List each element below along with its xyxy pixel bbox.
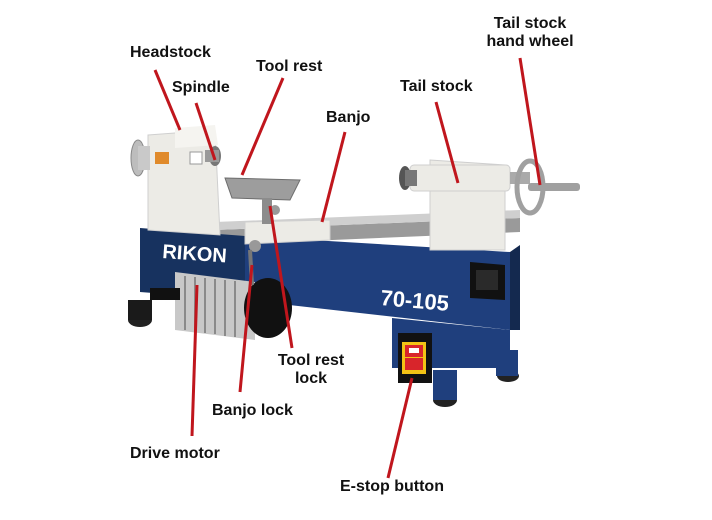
label-tool-rest-lock: Tool rest lock (268, 352, 354, 388)
leader-tool-rest (240, 77, 285, 176)
tail-stock (399, 159, 530, 251)
leader-lines (153, 57, 542, 479)
brand-logo: RIKON (162, 241, 228, 267)
leader-tail-stock (434, 101, 460, 184)
estop-button (398, 333, 432, 383)
label-hand-wheel-line1: Tail stock (493, 15, 567, 32)
label-drive-motor: Drive motor (130, 445, 220, 462)
leader-hand-wheel (518, 57, 542, 186)
leader-spindle (194, 102, 217, 161)
leader-headstock (153, 69, 182, 131)
leader-estop (386, 377, 414, 479)
leader-drive-motor (190, 284, 199, 437)
label-spindle: Spindle (172, 79, 230, 96)
model-number: 70-105 (380, 285, 450, 316)
label-estop-button: E-stop button (340, 478, 444, 495)
label-tail-stock: Tail stock (400, 78, 473, 95)
label-hand-wheel-line2: hand wheel (486, 33, 574, 50)
base-cabinet (128, 228, 520, 407)
label-tool-rest: Tool rest (256, 58, 323, 75)
label-tail-stock-hand-wheel: Tail stock hand wheel (478, 15, 582, 51)
tool-rest (224, 177, 301, 224)
tail-stock-hand-wheel (514, 158, 580, 216)
headstock (130, 125, 221, 236)
label-banjo-lock: Banjo lock (212, 402, 293, 419)
leader-banjo-lock (238, 264, 254, 393)
leader-tool-rest-lock (268, 205, 294, 349)
label-tool-rest-lock-line2: lock (294, 370, 327, 387)
label-headstock: Headstock (130, 44, 211, 61)
label-banjo: Banjo (326, 109, 371, 126)
leader-banjo (320, 131, 347, 223)
label-tool-rest-lock-line1: Tool rest (277, 352, 345, 369)
